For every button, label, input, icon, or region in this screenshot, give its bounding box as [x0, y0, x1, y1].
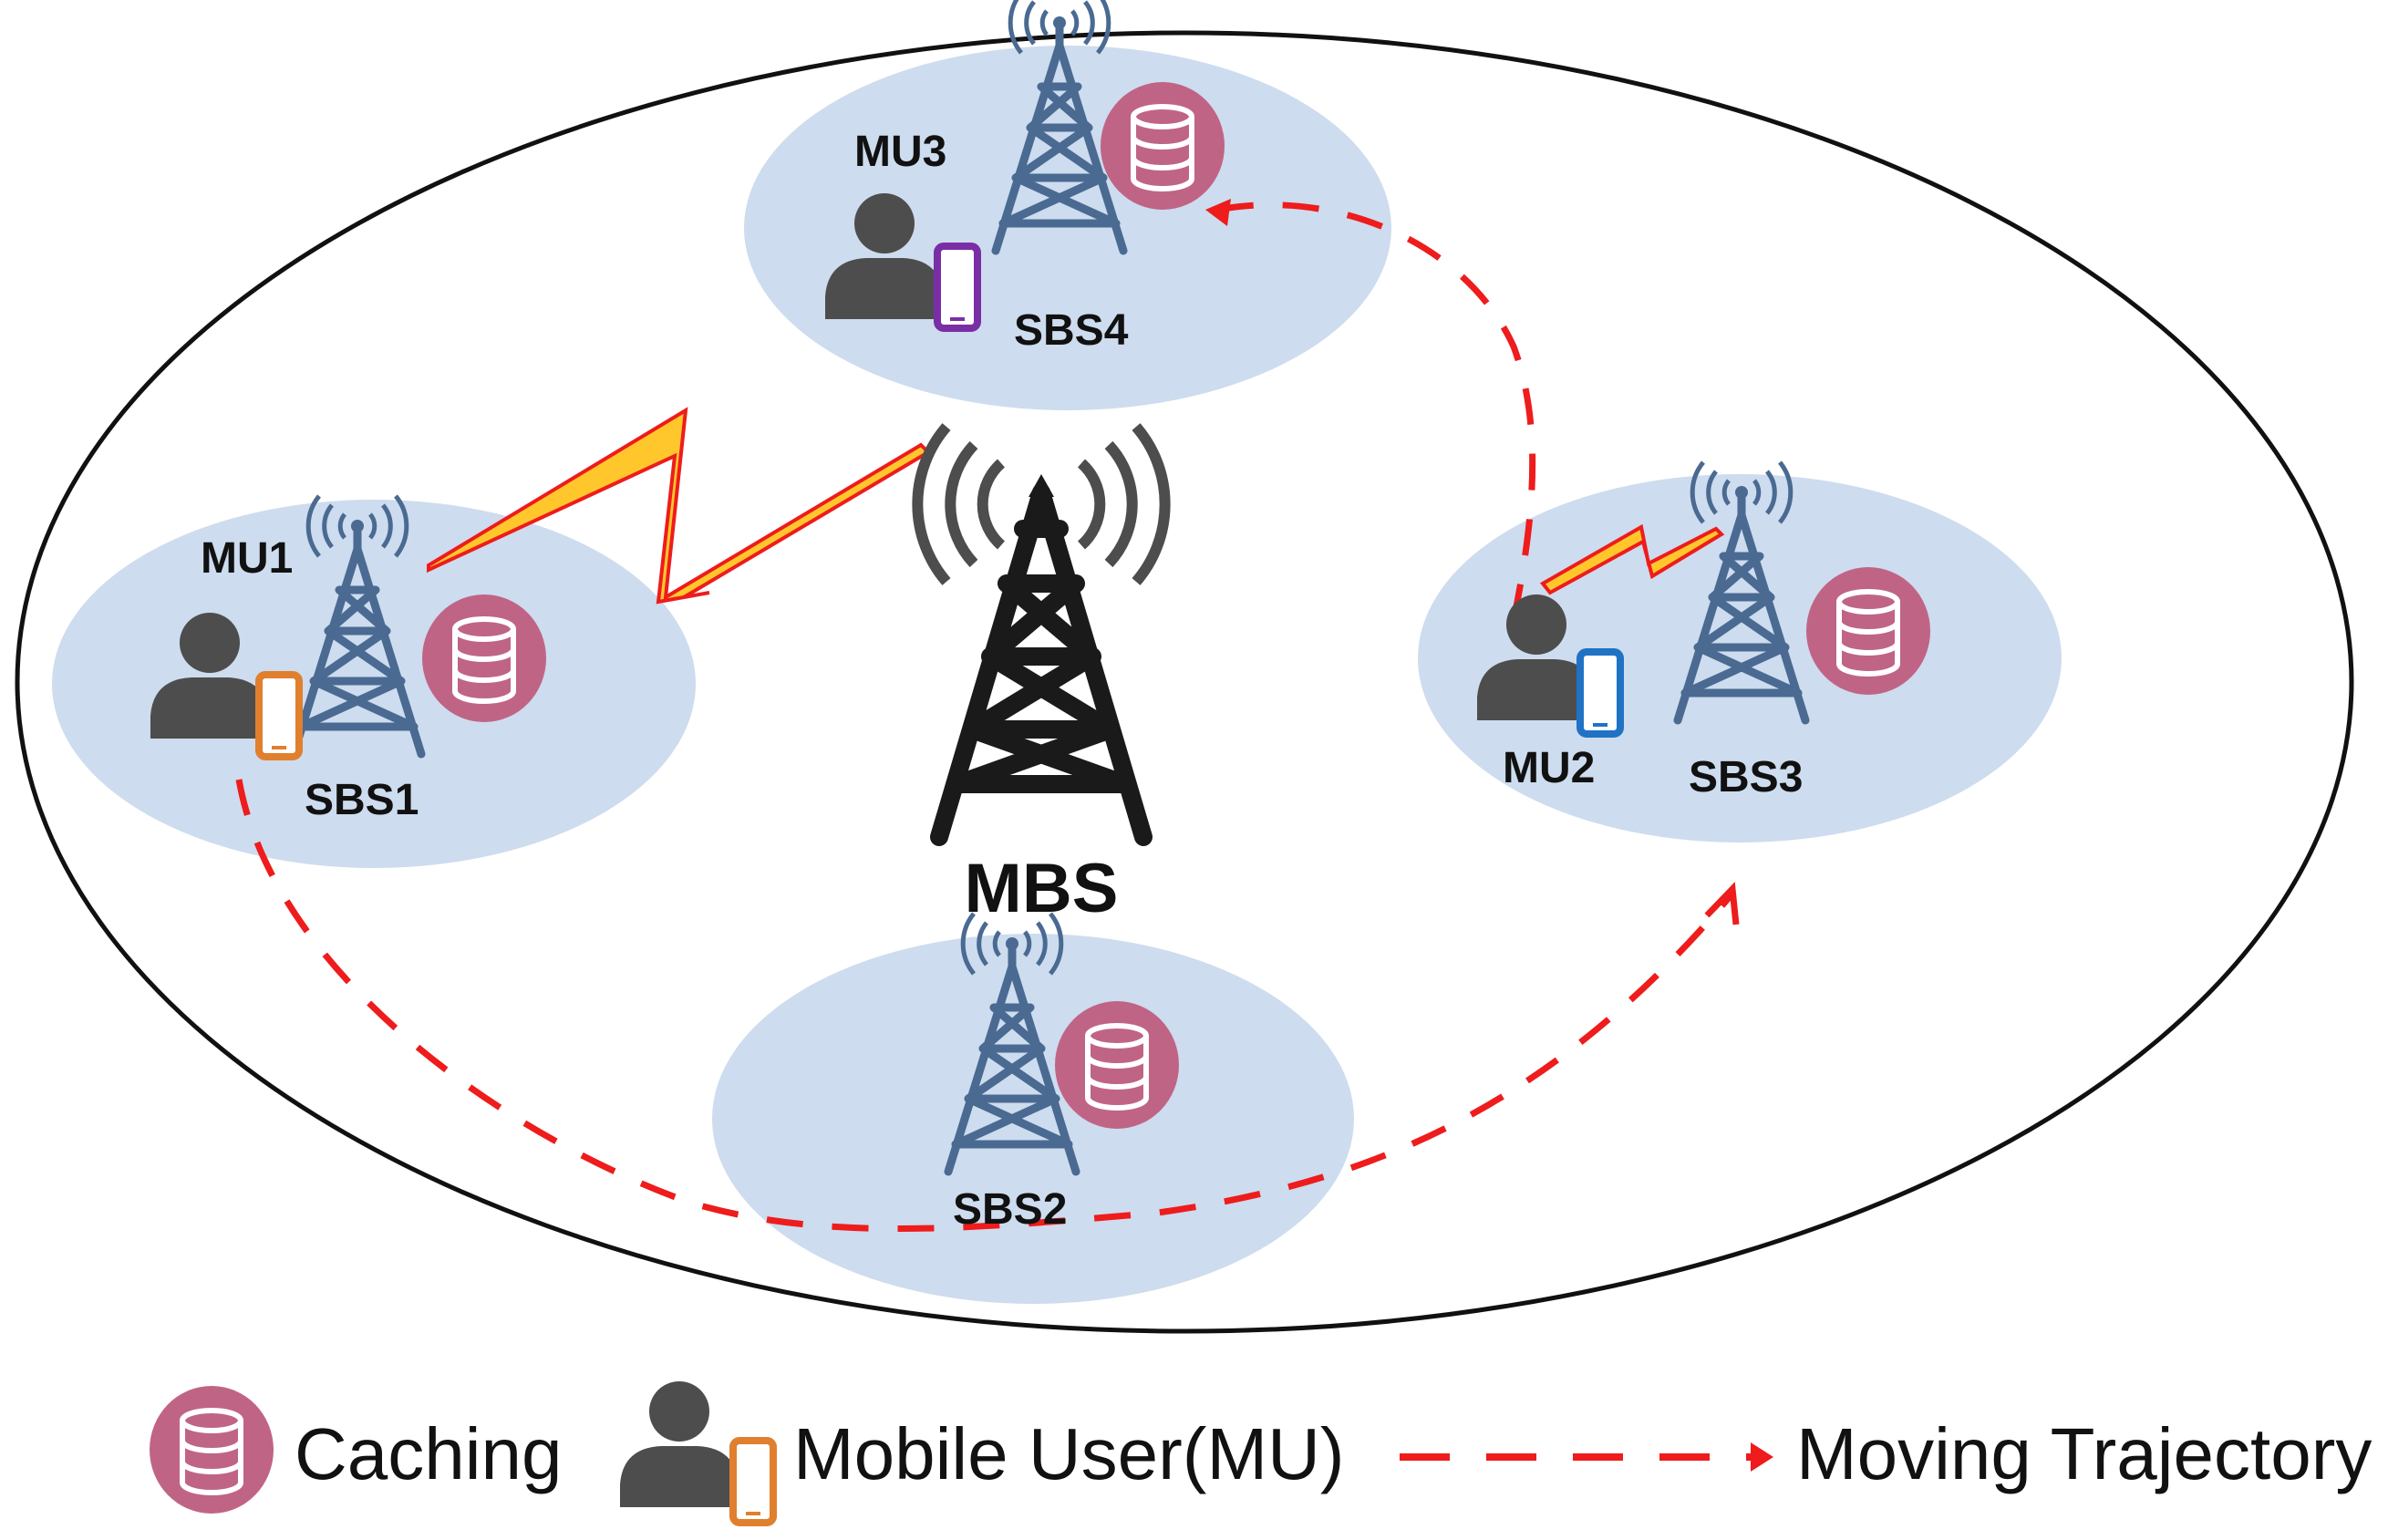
- cell-sbs4: [744, 46, 1391, 410]
- sbs4-caching-icon: [1101, 82, 1225, 210]
- legend-person-icon: [620, 1381, 739, 1507]
- legend-mobile-user-label: Mobile User(MU): [793, 1413, 1345, 1494]
- sbs3-label: SBS3: [1689, 753, 1803, 801]
- legend-trajectory-label: Moving Trajectory: [1796, 1413, 2372, 1494]
- mu2-label: MU2: [1503, 744, 1595, 792]
- trajectory-arrowhead-sbs3: [1704, 882, 1740, 925]
- moving-trajectory: [235, 202, 1735, 1232]
- mbs-tower-icon: [912, 423, 1171, 846]
- cell-sbs2: [712, 934, 1354, 1304]
- legend: Caching Mobile User(MU) Moving Trajector…: [150, 1381, 2372, 1523]
- mbs-label: MBS: [965, 850, 1119, 927]
- mu1-label: MU1: [201, 534, 293, 583]
- legend-trajectory-arrow-icon: [1751, 1442, 1773, 1472]
- mu3-label: MU3: [854, 128, 946, 176]
- wireless-link-mbs-sbs1: [427, 407, 932, 605]
- sbs4-label: SBS4: [1014, 306, 1129, 355]
- legend-phone-icon: [733, 1441, 773, 1523]
- sbs3-caching-icon: [1806, 567, 1930, 695]
- sbs2-caching-icon: [1055, 1001, 1179, 1129]
- legend-caching-label: Caching: [295, 1413, 563, 1494]
- macro-cell-boundary: [15, 30, 2354, 1334]
- sbs1-label: SBS1: [305, 776, 419, 824]
- trajectory-arrowhead-sbs4: [1205, 199, 1231, 226]
- sbs2-label: SBS2: [953, 1185, 1067, 1234]
- wireless-link-sbs3-mu2: [1539, 523, 1725, 595]
- mu2-phone-icon: [1580, 652, 1620, 734]
- sbs1-caching-icon: [422, 594, 546, 722]
- legend-caching-icon: [150, 1386, 274, 1514]
- mu3-phone-icon: [937, 246, 977, 328]
- mu1-phone-icon: [259, 675, 299, 757]
